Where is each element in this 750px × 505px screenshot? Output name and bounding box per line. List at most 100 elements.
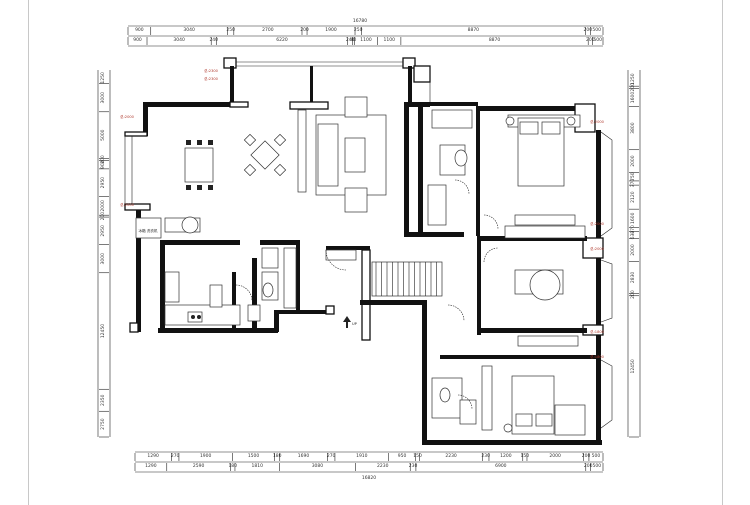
door-arcs bbox=[235, 179, 499, 410]
left-dim-2: 5000 bbox=[100, 129, 106, 141]
middle-bedroom bbox=[514, 269, 579, 347]
lower-bedroom bbox=[431, 365, 586, 436]
top-row1-dim-9: 500 bbox=[592, 27, 601, 33]
right-dim-6: 370 bbox=[630, 179, 636, 188]
room-note-1: 总:2000 bbox=[120, 114, 135, 119]
right-dim-1: 200 bbox=[630, 83, 636, 92]
bottom-row1-dim-15: 200 bbox=[582, 453, 591, 459]
bottom-row1-dim-3: 1500 bbox=[248, 453, 260, 459]
right-dim-3: 3800 bbox=[630, 122, 636, 134]
bottom-row1-dim-12: 1200 bbox=[500, 453, 512, 459]
left-dim-7: 200 bbox=[100, 212, 106, 221]
bottom-row2-dim-9: 500 bbox=[593, 463, 602, 469]
left-dim-0: 1250 bbox=[100, 72, 106, 84]
right-frame-line bbox=[722, 0, 723, 505]
bottom-row1-dim-11: 230 bbox=[481, 453, 490, 459]
left-dim-3: 200 bbox=[100, 155, 106, 164]
top-row2-dim-6: 1100 bbox=[360, 37, 372, 43]
walls bbox=[124, 57, 613, 445]
top-row1-dim-1: 3040 bbox=[183, 27, 195, 33]
bottom-row1-dim-6: 270 bbox=[327, 453, 336, 459]
staircase: UP bbox=[343, 261, 443, 328]
bottom-row1-dim-2: 1900 bbox=[200, 453, 212, 459]
bottom-row1-dim-8: 950 bbox=[398, 453, 407, 459]
right-dim-0: 1250 bbox=[630, 73, 636, 85]
top-row2-dim-8: 8870 bbox=[489, 37, 501, 43]
room-note-7: 总:2000 bbox=[120, 202, 135, 207]
top-row1-dim-4: 200 bbox=[300, 27, 309, 33]
guest-bath bbox=[247, 247, 357, 322]
left-dim-5: 2950 bbox=[100, 177, 106, 189]
left-dim-1: 3000 bbox=[100, 92, 106, 104]
bottom-row2-dim-8: 200 bbox=[584, 463, 593, 469]
top-row1-dim-6: 250 bbox=[354, 27, 363, 33]
bottom-row2-dim-4: 3080 bbox=[312, 463, 324, 469]
bottom-row1-dim-9: 150 bbox=[413, 453, 422, 459]
right-dim-8: 1600 bbox=[630, 212, 636, 224]
right-dim-2: 1600 bbox=[630, 92, 636, 104]
top-row2-dim-10: 500 bbox=[593, 37, 602, 43]
bottom-row1-dim-13: 150 bbox=[521, 453, 530, 459]
right-dim-10: 630 bbox=[630, 231, 636, 240]
bottom-row2-dim-2: 180 bbox=[228, 463, 237, 469]
dining-area bbox=[184, 133, 287, 190]
bottom-row1-dim-14: 2000 bbox=[549, 453, 561, 459]
top-row1-dim-0: 900 bbox=[135, 27, 144, 33]
bottom-row1-dim-10: 2230 bbox=[445, 453, 457, 459]
top-note-a: 总:2300 bbox=[204, 68, 219, 73]
right-dim-5: 750 bbox=[630, 172, 636, 181]
left-dimension-group: 1250300050002009002950200020029503000124… bbox=[97, 70, 111, 438]
top-row2-dim-0: 900 bbox=[133, 37, 142, 43]
living-area bbox=[297, 96, 387, 213]
top-row2-dim-2: 240 bbox=[209, 37, 218, 43]
bottom-row2-dim-1: 2590 bbox=[193, 463, 205, 469]
room-note-3: 总:2000 bbox=[590, 221, 605, 226]
bottom-row1-dim-4: 180 bbox=[273, 453, 282, 459]
right-dim-9: 370 bbox=[630, 225, 636, 234]
room-note-4: 总:2000 bbox=[590, 246, 605, 251]
left-dim-6: 2000 bbox=[100, 200, 106, 212]
room-annotations: 总:2300 总:2300 总:2000 总:2000 总:2000 总:200… bbox=[120, 68, 605, 359]
left-dim-8: 2950 bbox=[100, 225, 106, 237]
up-arrow-label: UP bbox=[352, 322, 358, 326]
top-row2-dim-5: 80 bbox=[351, 37, 357, 43]
room-note-5: 总:1800 bbox=[590, 329, 605, 334]
right-dimension-group: 1250200160038002000750370212016003706302… bbox=[627, 70, 641, 438]
bottom-row1-dim-0: 1290 bbox=[147, 453, 159, 459]
top-row2-dim-7: 1100 bbox=[384, 37, 396, 43]
top-row1-dim-7: 8870 bbox=[468, 27, 480, 33]
bottom-row2-dim-6: 230 bbox=[409, 463, 418, 469]
top-row1-dim-2: 250 bbox=[226, 27, 235, 33]
bottom-row1-dim-16: 500 bbox=[592, 453, 601, 459]
bottom-row2-dim-5: 2230 bbox=[377, 463, 389, 469]
left-dim-10: 12450 bbox=[100, 324, 106, 338]
top-row2-dim-9: 200 bbox=[586, 37, 595, 43]
right-dim-7: 2120 bbox=[630, 191, 636, 203]
right-dim-4: 2000 bbox=[630, 155, 636, 167]
fridge-label: 冰箱 洗衣机 bbox=[138, 228, 158, 233]
top-row1-dim-3: 2700 bbox=[262, 27, 274, 33]
left-dim-12: 2750 bbox=[100, 418, 106, 430]
bottom-row2-dim-7: 6900 bbox=[495, 463, 507, 469]
top-note-b: 总:2300 bbox=[204, 76, 219, 81]
top-row2-dim-4: 240 bbox=[346, 37, 355, 43]
bottom-row1-dim-7: 1910 bbox=[356, 453, 368, 459]
right-dim-14: 12450 bbox=[630, 359, 636, 373]
top-row2-dim-3: 6220 bbox=[276, 37, 288, 43]
right-dim-13: 200 bbox=[630, 290, 636, 299]
room-note-6: 总:1800 bbox=[590, 354, 605, 359]
kitchen-area: 冰箱 洗衣机 bbox=[135, 216, 241, 326]
right-dim-11: 2000 bbox=[630, 244, 636, 256]
bottom-total-dim: 16820 bbox=[362, 475, 376, 481]
bottom-row1-dim-5: 1690 bbox=[298, 453, 310, 459]
left-frame-line bbox=[28, 0, 29, 505]
left-dim-9: 3000 bbox=[100, 253, 106, 265]
room-note-2: 总:2000 bbox=[590, 119, 605, 124]
top-row2-dim-1: 3040 bbox=[173, 37, 185, 43]
bottom-row2-dim-3: 1810 bbox=[252, 463, 264, 469]
top-row1-dim-5: 1900 bbox=[325, 27, 337, 33]
